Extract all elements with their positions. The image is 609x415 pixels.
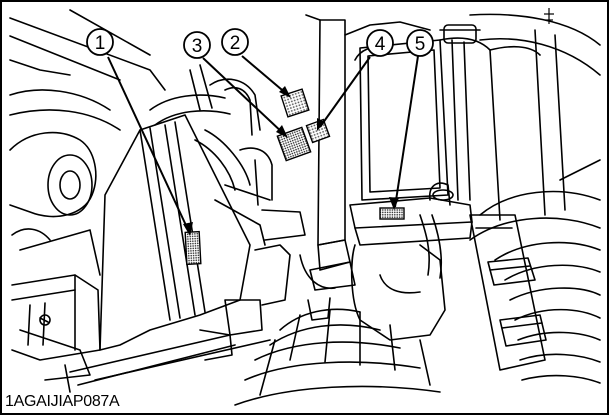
- callout-2-number: 2: [230, 33, 241, 54]
- callout-4: 4: [366, 29, 394, 57]
- tractor-line-art: [9, 9, 601, 406]
- arrowhead-1: [183, 222, 193, 236]
- leader-line-3: [202, 57, 286, 136]
- callout-5-number: 5: [415, 34, 426, 55]
- callout-circles: 1 2 3 4 5: [86, 28, 434, 59]
- leader-lines: [107, 55, 419, 235]
- decal-5: [379, 207, 405, 220]
- callout-2: 2: [221, 28, 249, 56]
- leader-line-2: [241, 55, 289, 96]
- leader-line-5: [394, 55, 419, 208]
- leader-line-4: [319, 56, 371, 128]
- leader-line-1: [107, 56, 191, 235]
- arrowhead-2: [279, 86, 291, 98]
- callout-3: 3: [183, 31, 211, 59]
- decal-1: [184, 230, 202, 266]
- callout-4-number: 4: [375, 34, 386, 55]
- decal-4: [305, 118, 331, 144]
- figure-code-label: 1AGAIJIAP087A: [3, 393, 122, 411]
- callout-5: 5: [406, 29, 434, 57]
- corner-mark: [544, 8, 554, 24]
- arrowhead-4: [317, 118, 325, 131]
- arrowhead-5: [389, 197, 399, 210]
- leader-arrowheads: [183, 86, 399, 236]
- callout-1: 1: [86, 28, 114, 56]
- callout-3-number: 3: [192, 36, 203, 57]
- arrowhead-3: [276, 125, 288, 138]
- callout-1-number: 1: [95, 33, 106, 54]
